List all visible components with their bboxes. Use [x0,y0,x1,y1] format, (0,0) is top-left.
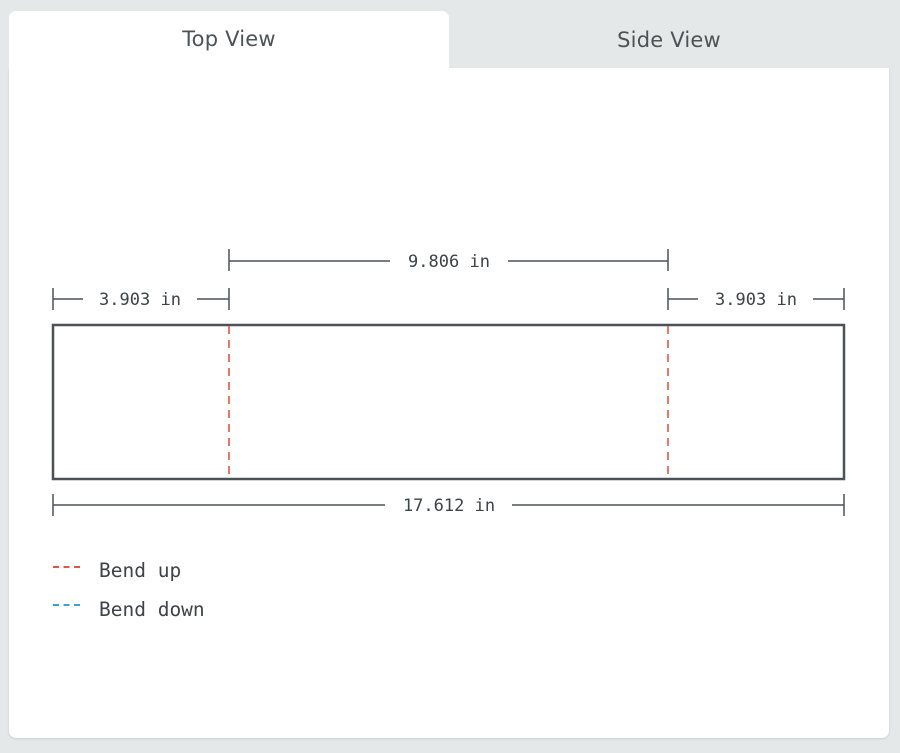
dimension-left-flap [52,288,230,310]
dimension-center-flap-label: 9.806 in [408,252,490,272]
legend: Bend up Bend down [53,559,205,621]
legend-bend-up-label: Bend up [99,559,181,582]
dimension-right-flap [667,288,845,310]
top-view-panel [9,68,889,738]
tab-top-view-label: Top View [182,27,276,51]
tab-top-view[interactable]: Top View [9,11,449,71]
part-outline [51,323,846,481]
dimension-right-flap-label: 3.903 in [715,290,797,310]
dimension-overall-length-label: 17.612 in [403,496,495,516]
tab-side-view[interactable]: Side View [449,11,889,68]
legend-item-bend-up: Bend up [53,559,181,582]
legend-item-bend-down: Bend down [53,598,205,621]
legend-bend-down-label: Bend down [99,598,205,621]
dimension-overall-length [52,494,845,516]
dimension-left-flap-label: 3.903 in [99,290,181,310]
dimension-center-flap [228,249,669,271]
tab-side-view-label: Side View [617,27,721,52]
